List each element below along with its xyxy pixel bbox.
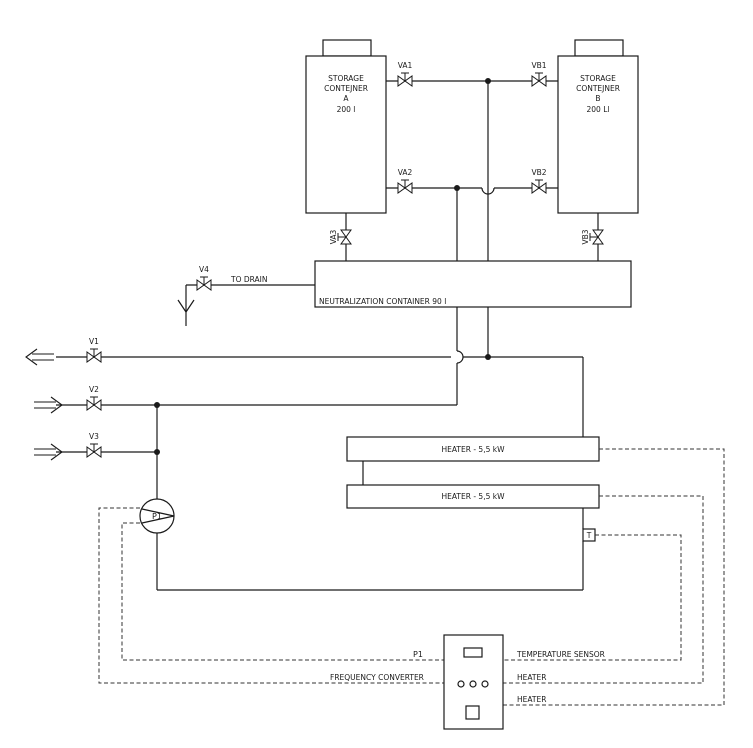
valve-v3[interactable]: V3: [86, 432, 102, 458]
heater-signal-label-2: HEATER: [517, 695, 546, 704]
neutralization-label: NEUTRALIZATION CONTAINER 90 l: [319, 297, 446, 306]
panel-p1-label: P1: [413, 650, 423, 659]
heater-signal-label-1: HEATER: [517, 673, 546, 682]
valve-v4-label: V4: [199, 265, 209, 274]
pump-label: P1: [152, 512, 162, 521]
heater-1-label: HEATER - 5,5 kW: [441, 445, 505, 454]
signal-lines: [98, 448, 725, 706]
frequency-converter-panel[interactable]: [443, 634, 504, 730]
valve-vb1-label: VB1: [531, 61, 546, 70]
outflow-arrow-icon: [25, 348, 55, 366]
container-b-line-2: CONTEJNER: [576, 84, 620, 93]
valve-vb2-label: VB2: [531, 168, 546, 177]
valve-vb3[interactable]: VB3: [581, 229, 604, 245]
container-a-line-1: STORAGE: [328, 74, 364, 83]
heater-1: HEATER - 5,5 kW: [346, 436, 600, 462]
pipe-network: [56, 80, 599, 591]
valve-v1[interactable]: V1: [86, 337, 102, 363]
container-b-line-4: 200 Ll: [587, 105, 610, 114]
panel-button-2[interactable]: [469, 680, 477, 688]
valve-v1-label: V1: [89, 337, 99, 346]
valve-v4[interactable]: V4: [196, 265, 212, 291]
valve-va1-label: VA1: [398, 61, 413, 70]
container-b-line-1: STORAGE: [580, 74, 616, 83]
panel-switch-icon[interactable]: [465, 705, 480, 720]
temperature-sensor-label: TEMPERATURE SENSOR: [516, 650, 605, 659]
panel-button-3[interactable]: [481, 680, 489, 688]
temperature-sensor: T: [582, 528, 596, 542]
valve-va3[interactable]: VA3: [329, 229, 352, 245]
container-a-line-3: A: [343, 94, 349, 103]
temperature-sensor-symbol: T: [586, 531, 592, 540]
storage-container-a: STORAGE CONTEJNER A 200 l: [305, 39, 387, 214]
to-drain-label: TO DRAIN: [230, 275, 268, 284]
valve-va3-label: VA3: [329, 229, 338, 244]
neutralization-container: NEUTRALIZATION CONTAINER 90 l: [314, 260, 632, 308]
heater-2: HEATER - 5,5 kW: [346, 484, 600, 509]
valve-v3-label: V3: [89, 432, 99, 441]
valve-vb2[interactable]: VB2: [531, 168, 547, 194]
junction-dots: [154, 78, 491, 455]
container-a-line-2: CONTEJNER: [324, 84, 368, 93]
container-a-line-4: 200 l: [337, 105, 356, 114]
valve-va2[interactable]: VA2: [397, 168, 413, 194]
panel-button-1[interactable]: [457, 680, 465, 688]
frequency-converter-label: FREQUENCY CONVERTER: [330, 673, 424, 682]
valve-v2-label: V2: [89, 385, 99, 394]
valve-va1[interactable]: VA1: [397, 61, 413, 87]
storage-container-b: STORAGE CONTEJNER B 200 Ll: [557, 39, 639, 214]
valve-va2-label: VA2: [398, 168, 413, 177]
valve-v2[interactable]: V2: [86, 385, 102, 411]
valve-vb1[interactable]: VB1: [531, 61, 547, 87]
panel-display-icon: [463, 647, 483, 658]
container-b-line-3: B: [595, 94, 600, 103]
valve-vb3-label: VB3: [581, 229, 590, 244]
heater-2-label: HEATER - 5,5 kW: [441, 492, 505, 501]
pump-p1[interactable]: P1: [139, 498, 175, 534]
